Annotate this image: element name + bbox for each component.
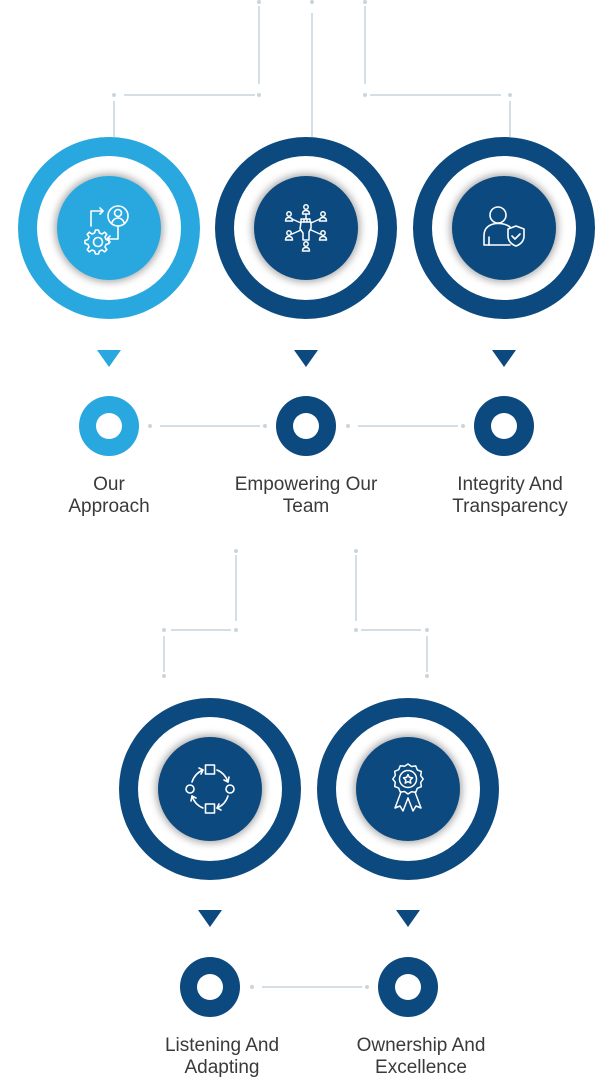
connector-line: [426, 636, 428, 672]
connector-dot: [365, 985, 369, 989]
value-label-line1: Ownership And: [356, 1035, 486, 1056]
connector-line: [113, 101, 115, 137]
gear-user-cycle-icon: [57, 176, 161, 280]
connector-line: [163, 636, 165, 672]
connector-dot: [148, 424, 152, 428]
pointer-triangle: [396, 910, 420, 927]
connector-dot: [354, 549, 358, 553]
connector-dot: [162, 674, 166, 678]
pointer-triangle: [294, 350, 318, 367]
pointer-triangle: [97, 350, 121, 367]
connector-dot: [234, 549, 238, 553]
connector-dot: [425, 628, 429, 632]
step-marker: [474, 396, 534, 456]
connector-dot: [263, 424, 267, 428]
step-marker: [79, 396, 139, 456]
value-label-line1: Integrity And: [457, 474, 563, 495]
value-label-line2: Transparency: [452, 496, 568, 517]
value-label-line1: Empowering Our: [234, 474, 378, 495]
connector-dot: [363, 0, 367, 4]
value-label-line2: Team: [282, 496, 330, 517]
connector-line: [358, 425, 458, 427]
connector-dot: [461, 424, 465, 428]
user-shield-check-icon: [452, 176, 556, 280]
award-ribbon-icon: [356, 737, 460, 841]
value-label-line2: Approach: [68, 496, 150, 517]
connector-line: [364, 6, 366, 84]
value-label: Our Approach: [19, 474, 199, 518]
connector-dot: [234, 628, 238, 632]
connector-line: [171, 629, 231, 631]
connector-line: [262, 986, 362, 988]
connector-line: [355, 555, 357, 621]
value-circle-listening-and-adapting[interactable]: [119, 698, 301, 880]
connector-dot: [346, 424, 350, 428]
connector-dot: [363, 93, 367, 97]
connector-dot: [257, 0, 261, 4]
value-label-line2: Excellence: [375, 1057, 467, 1078]
value-circle-integrity-and-transparency[interactable]: [413, 137, 595, 319]
connector-dot: [425, 674, 429, 678]
step-marker: [180, 957, 240, 1017]
connector-line: [370, 94, 501, 96]
value-circle-our-approach[interactable]: [18, 137, 200, 319]
connector-line: [258, 6, 260, 84]
connector-line: [509, 101, 511, 137]
pointer-triangle: [492, 350, 516, 367]
connector-dot: [354, 628, 358, 632]
connector-line: [160, 425, 260, 427]
connector-line: [124, 94, 255, 96]
pointer-triangle: [198, 910, 222, 927]
connector-dot: [257, 93, 261, 97]
connector-dot: [508, 93, 512, 97]
connector-dot: [310, 0, 314, 4]
connector-line: [311, 13, 313, 147]
value-label: Listening And Adapting: [132, 1035, 312, 1079]
value-circle-ownership-and-excellence[interactable]: [317, 698, 499, 880]
connector-line: [361, 629, 421, 631]
value-label-line2: Adapting: [184, 1057, 260, 1078]
connector-line: [235, 555, 237, 621]
raised-fist-network-icon: [254, 176, 358, 280]
connector-dot: [112, 93, 116, 97]
value-label: Ownership And Excellence: [331, 1035, 511, 1079]
value-label-line1: Our: [93, 474, 125, 495]
value-label-line1: Listening And: [164, 1035, 280, 1056]
value-circle-empowering-our-team[interactable]: [215, 137, 397, 319]
cycle-process-icon: [158, 737, 262, 841]
connector-dot: [162, 628, 166, 632]
connector-dot: [250, 985, 254, 989]
step-marker: [276, 396, 336, 456]
value-label: Integrity And Transparency: [420, 474, 600, 518]
step-marker: [378, 957, 438, 1017]
value-label: Empowering Our Team: [216, 474, 396, 518]
